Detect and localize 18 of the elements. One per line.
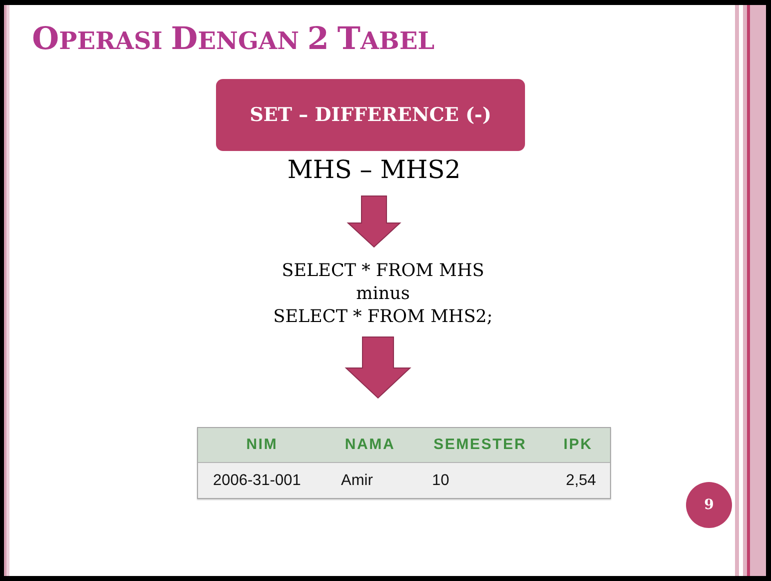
column-header: SEMESTER	[434, 436, 526, 453]
table-value: 2,54	[566, 472, 596, 488]
column-header: IPK	[564, 436, 592, 453]
column-header: NAMA	[344, 436, 396, 453]
set-operator-text: minus	[356, 284, 410, 304]
down-arrow	[346, 196, 402, 248]
column-header: NIM	[246, 436, 278, 453]
expression-text: MHS – MHS2	[287, 155, 461, 184]
sql-query-text: SELECT * FROM MHS2;	[273, 307, 493, 327]
page-number-circle: 9	[686, 482, 732, 528]
table-value: 10	[432, 472, 450, 488]
sql-query-text: SELECT * FROM MHS	[282, 261, 484, 281]
slide-title: OPERASI DENGAN 2 TABEL	[32, 22, 434, 58]
down-arrow	[344, 336, 412, 399]
result-table	[197, 427, 611, 499]
table-value: Amir	[341, 472, 373, 488]
operation-box: SET – DIFFERENCE (-)	[216, 79, 525, 151]
table-value: 2006-31-001	[213, 472, 301, 488]
